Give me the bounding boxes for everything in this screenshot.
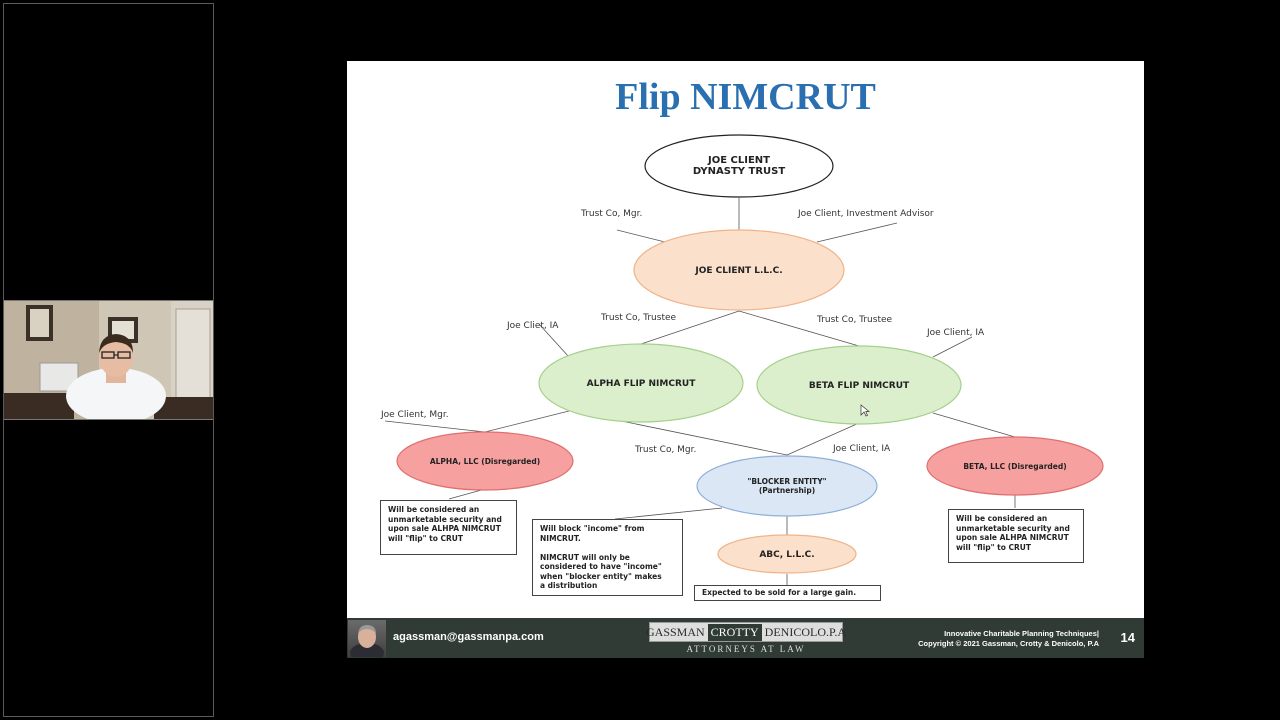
firm-tagline: ATTORNEYS AT LAW <box>686 644 806 654</box>
node-abc-llc-label: ABC, L.L.C. <box>759 550 814 560</box>
edge-llc-alpha <box>640 310 740 345</box>
node-blocker-entity-label-1: "BLOCKER ENTITY" <box>747 477 826 486</box>
node-beta-flip-nimcrut <box>756 345 962 425</box>
edge-label-joe-client-ia-bottom: Joe Client, IA <box>832 444 891 454</box>
node-beta-llc <box>926 436 1104 496</box>
node-alpha-llc-label: ALPHA, LLC (Disregarded) <box>430 457 540 466</box>
edge-beta-nimcrut-blocker <box>786 422 860 456</box>
firm-name-left: GASSMAN <box>645 624 705 639</box>
edge-joe-client-advisor <box>816 222 898 243</box>
edge-joe-client-ia-right <box>932 336 973 358</box>
node-alpha-flip-nimcrut <box>538 343 744 423</box>
edge-label-joe-client-mgr: Joe Client, Mgr. <box>380 410 449 420</box>
footer-course-copyright: Innovative Charitable Planning Technique… <box>918 629 1099 648</box>
node-beta-llc-label: BETA, LLC (Disregarded) <box>963 462 1066 471</box>
presentation-slide: Flip NIMCRUT JOE CLIENT DYNASTY TRUST JO… <box>347 61 1144 658</box>
node-beta-flip-nimcrut-label: BETA FLIP NIMCRUT <box>809 381 910 391</box>
edge-blocker-note <box>614 507 723 520</box>
slide-footer: agassman@gassmanpa.com GASSMAN CROTTY DE… <box>347 618 1144 658</box>
edge-label-joe-cliet-ia: Joe Cliet, IA <box>506 321 559 331</box>
firm-name-mid: CROTTY <box>707 623 762 641</box>
note-blocker-entity: Will block "income" from NIMCRUT. NIMCRU… <box>532 519 683 596</box>
edge-llc-beta <box>738 310 860 347</box>
note-alpha-llc: Will be considered an unmarketable secur… <box>380 500 517 555</box>
edge-label-trust-co-mgr-bottom: Trust Co, Mgr. <box>634 445 696 455</box>
presenter-webcam-video <box>4 300 213 420</box>
edge-alpha-llc-note <box>448 488 486 500</box>
edge-label-trust-co-trustee-right: Trust Co, Trustee <box>816 315 893 325</box>
edge-joe-cliet-ia <box>538 323 570 358</box>
presenter-headshot <box>348 620 386 657</box>
slide-page-number: 14 <box>1120 630 1135 645</box>
node-joe-client-llc-label: JOE CLIENT L.L.C. <box>694 266 782 276</box>
edge-label-trust-co-mgr: Trust Co, Mgr. <box>580 209 642 219</box>
node-dynasty-trust-label-2: DYNASTY TRUST <box>693 166 786 177</box>
note-abc-llc: Expected to be sold for a large gain. <box>694 585 881 601</box>
org-structure-diagram: JOE CLIENT DYNASTY TRUST JOE CLIENT L.L.… <box>380 134 1104 585</box>
firm-logo: GASSMAN CROTTY DENICOLO.P.A <box>645 622 847 642</box>
firm-name-right: DENICOLO.P.A <box>764 624 847 639</box>
node-dynasty-trust <box>644 134 834 198</box>
node-alpha-llc <box>396 431 574 491</box>
note-beta-llc: Will be considered an unmarketable secur… <box>948 509 1084 563</box>
edge-alpha-nimcrut-blocker <box>596 415 788 456</box>
edge-alpha-nimcrut-alpha-llc <box>484 410 570 433</box>
edge-label-joe-client-investment-advisor: Joe Client, Investment Advisor <box>797 209 934 219</box>
footer-email-link[interactable]: agassman@gassmanpa.com <box>393 631 544 643</box>
node-alpha-flip-nimcrut-label: ALPHA FLIP NIMCRUT <box>587 379 697 389</box>
edge-trust-co-mgr <box>616 229 666 243</box>
node-blocker-entity-label-2: (Partnership) <box>759 486 815 495</box>
node-dynasty-trust-label-1: JOE CLIENT <box>707 155 770 166</box>
mouse-cursor-icon <box>860 404 870 417</box>
slide-title: Flip NIMCRUT <box>615 76 876 118</box>
edge-label-joe-client-ia-right: Joe Client, IA <box>926 328 985 338</box>
edge-joe-client-mgr <box>384 420 486 433</box>
node-joe-client-llc <box>633 229 845 311</box>
edge-label-trust-co-trustee-left: Trust Co, Trustee <box>600 313 677 323</box>
node-blocker-entity <box>696 455 878 517</box>
presenter-webcam-image <box>4 301 213 419</box>
edge-beta-nimcrut-beta-llc <box>932 412 1016 438</box>
node-abc-llc <box>717 534 857 574</box>
